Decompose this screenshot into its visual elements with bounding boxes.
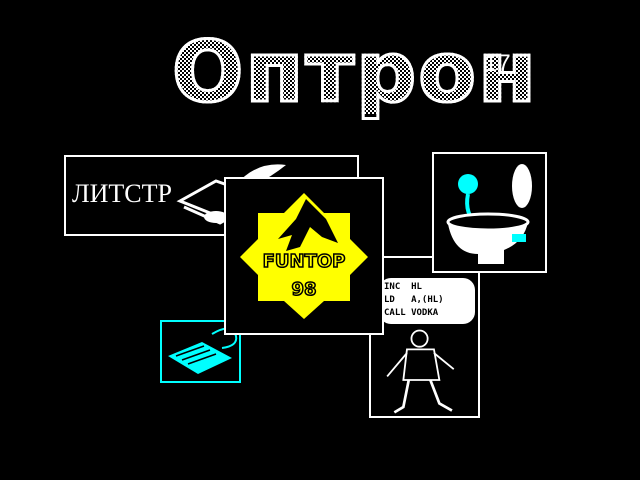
- code-line: LD A,(HL): [384, 295, 444, 305]
- issue-number: 17: [484, 50, 511, 77]
- man-figure-icon: [386, 329, 455, 414]
- funtop-text: FUNTOP: [263, 251, 346, 272]
- speech-bubble: INC HL LD A,(HL) CALL VODKA: [379, 278, 475, 324]
- litstr-label: ЛИТСТР: [72, 179, 172, 208]
- menu-item-coder[interactable]: INC HL LD A,(HL) CALL VODKA: [369, 256, 480, 418]
- funtop-year: 98: [291, 279, 316, 300]
- funtop-star-logo: FUNTOP 98: [240, 193, 368, 319]
- toilet-icon: [446, 164, 532, 264]
- code-line: CALL VODKA: [384, 308, 439, 318]
- menu-item-toilet[interactable]: [432, 152, 547, 273]
- code-line: INC HL: [384, 282, 422, 292]
- menu-item-funtop[interactable]: FUNTOP 98: [224, 177, 384, 335]
- keyboard-icon: [168, 327, 238, 374]
- magazine-title: Оптрон: [170, 23, 539, 121]
- menu-item-keyboard[interactable]: [160, 320, 241, 383]
